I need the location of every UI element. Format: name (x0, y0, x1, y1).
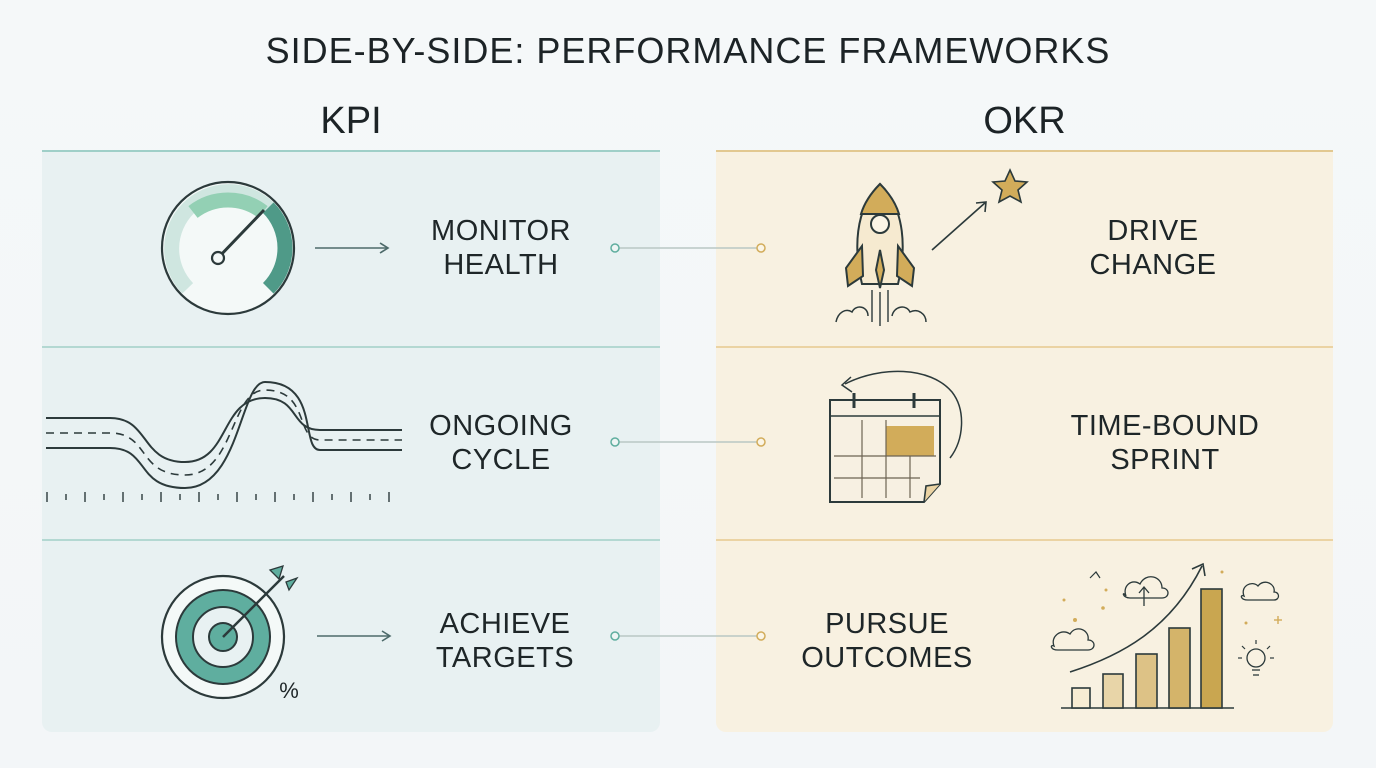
sparkle-icon (1062, 570, 1248, 625)
okr-column-heading: OKR (983, 100, 1066, 142)
arrow-icon (317, 630, 392, 642)
percent-sign: % (279, 678, 299, 703)
kpi-row-divider (42, 539, 660, 541)
growth-chart-icon (1050, 562, 1280, 709)
winding-road-icon (46, 380, 402, 502)
bird-icon (1089, 571, 1101, 579)
gauge-icon (160, 180, 296, 316)
okr-row-divider (716, 539, 1333, 541)
arrow-icon (315, 242, 390, 254)
trajectory-arrow-icon (931, 201, 987, 251)
connector-monitor-to-drive (610, 243, 766, 253)
connector-ongoing-to-timebound (610, 437, 766, 447)
star-icon (991, 168, 1029, 204)
kpi-panel (42, 150, 660, 732)
plus-sparkle-icon (1274, 616, 1282, 624)
okr-panel (716, 150, 1333, 732)
target-icon (160, 565, 299, 700)
okr-row-divider (716, 346, 1333, 348)
kpi-column-heading: KPI (320, 100, 382, 142)
rocket-icon (835, 182, 927, 326)
connector-achieve-to-pursue (610, 631, 766, 641)
calendar-icon (829, 370, 963, 503)
kpi-row-divider (42, 346, 660, 348)
page-title: SIDE-BY-SIDE: PERFORMANCE FRAMEWORKS (265, 30, 1111, 71)
